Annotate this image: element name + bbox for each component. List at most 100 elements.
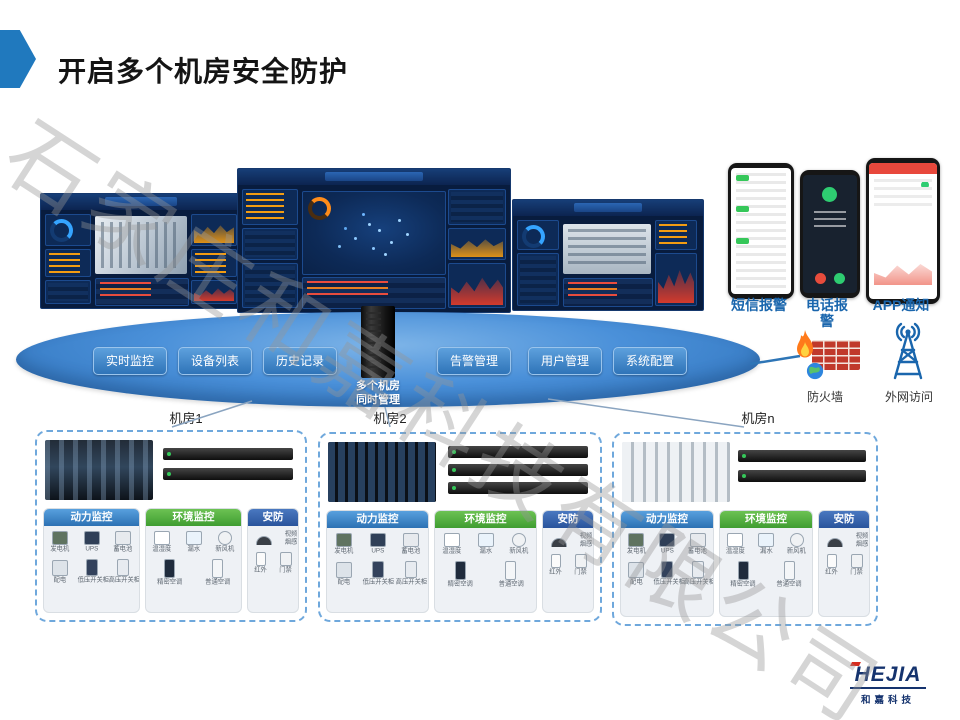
env-panel-title: 环境监控	[720, 511, 812, 528]
room2-label: 机房2	[373, 411, 407, 426]
device-label: 门禁	[850, 569, 863, 576]
app-alert-label: APP通知	[872, 297, 930, 313]
message-badge-icon	[736, 175, 749, 181]
device-label: 精密空调	[447, 581, 473, 588]
roomn-label: 机房n	[741, 411, 775, 426]
panel-row: 精密空调 普通空调	[146, 559, 241, 587]
precision-ac-icon	[737, 561, 749, 581]
phone-call	[800, 170, 860, 298]
device-item: 漏水	[469, 533, 503, 556]
device-item: 发电机	[621, 533, 652, 556]
battery-icon	[115, 531, 132, 545]
device-label: 红外	[825, 569, 838, 576]
power-panel: 动力监控 发电机 UPS 蓄电池 配电 低压开关柜 高压开关柜	[326, 510, 429, 613]
env-panel-title: 环境监控	[146, 509, 241, 526]
globe-icon	[806, 362, 824, 380]
fan-icon	[218, 531, 233, 545]
gauge-donut-icon	[522, 225, 545, 248]
device-item: 蓄电池	[682, 533, 713, 556]
rack-device	[163, 448, 293, 460]
rack-device	[738, 470, 866, 482]
device-label: 红外	[254, 567, 267, 574]
device-label: 烟感	[579, 541, 593, 548]
kpi-panel	[191, 249, 237, 277]
device-label: 发电机	[626, 548, 646, 555]
bar-chart	[659, 224, 687, 246]
panel-row: 精密空调 普通空调	[720, 561, 812, 589]
device-label: 普通空调	[776, 581, 802, 588]
caller-avatar-icon	[822, 187, 837, 202]
device-label: 温湿度	[725, 548, 745, 555]
normal-ac-icon	[211, 559, 223, 579]
power-distribution-icon	[628, 562, 645, 579]
server-room-photo	[45, 440, 153, 500]
panel-row: 红外 门禁	[543, 554, 593, 577]
device-item: 低压开关柜	[652, 561, 685, 587]
kpi-panel	[242, 228, 298, 260]
server-room-photo	[622, 442, 730, 502]
alarm-list	[520, 256, 556, 303]
rack-devices	[163, 448, 293, 488]
device-label: 精密空调	[730, 581, 756, 588]
message-badge-icon	[736, 238, 749, 244]
device-label: 配电	[630, 579, 643, 586]
device-label: 低压开关柜	[362, 579, 394, 586]
device-label: 温湿度	[442, 548, 462, 555]
hangup-icon	[814, 273, 826, 284]
normal-ac-icon	[783, 561, 795, 581]
device-label: 高压开关柜	[683, 579, 714, 586]
logo-divider	[850, 687, 926, 689]
device-label: 低压开关柜	[77, 577, 109, 584]
rack-device	[163, 468, 293, 480]
panel-row: 温湿度 漏水 新风机	[146, 531, 241, 554]
env-panel-title: 环境监控	[435, 511, 536, 528]
device-label: 门禁	[574, 569, 587, 576]
dashboard-right-column	[448, 189, 506, 308]
device-label: 配电	[337, 579, 351, 586]
external-access-label: 外网访问	[884, 390, 933, 404]
kpi-panel	[45, 280, 91, 304]
phone-app	[866, 158, 940, 304]
dashboard-header	[513, 200, 703, 216]
normal-ac-icon	[505, 561, 517, 581]
line-firewall	[749, 354, 801, 366]
env-panel: 环境监控 温湿度 漏水 新风机 精密空调 普通空调	[434, 510, 537, 613]
security-panel-title: 安防	[248, 509, 298, 526]
rack-devices	[738, 450, 866, 490]
panel-row: 配电 低压开关柜 高压开关柜	[621, 561, 713, 587]
feature-realtime-monitoring: 实时监控	[93, 347, 167, 375]
water-leak-icon	[185, 531, 202, 545]
device-item: 温湿度	[146, 531, 178, 554]
firewall-label: 防火墙	[806, 390, 843, 404]
device-item: 发电机	[327, 533, 361, 556]
precision-ac-icon	[164, 559, 176, 579]
panel-row: 配电 低压开关柜 高压开关柜	[327, 561, 428, 587]
company-logo: HEJIA 和嘉科技	[848, 664, 928, 706]
device-item: 配电	[621, 562, 652, 587]
security-labels: 视频 烟感	[579, 533, 593, 549]
security-labels: 视频 烟感	[855, 533, 869, 549]
gauge-donut-icon	[50, 219, 73, 242]
rack-device	[738, 450, 866, 462]
fan-icon	[512, 533, 527, 547]
device-item: 普通空调	[194, 559, 242, 587]
sms-screen	[731, 168, 791, 294]
fan-icon	[789, 533, 804, 547]
generator-icon	[335, 533, 352, 547]
infrared-icon	[826, 554, 837, 569]
device-label: 普通空调	[204, 579, 230, 586]
power-panel: 动力监控 发电机 UPS 蓄电池 配电 低压开关柜 高压开关柜	[620, 510, 714, 617]
kpi-panel	[448, 189, 506, 225]
kpi-panel	[517, 220, 559, 250]
kpi-panel	[242, 263, 298, 308]
security-panel: 安防 视频 烟感 红外 门禁	[542, 510, 594, 613]
alarm-list	[451, 192, 503, 222]
device-label: 蓄电池	[401, 548, 421, 555]
monitor-panels: 动力监控 发电机 UPS 蓄电池 配电 低压开关柜 高压开关柜 环境监控 温湿度…	[43, 508, 299, 613]
dashboard-header	[238, 169, 510, 185]
device-item: 普通空调	[766, 561, 812, 589]
kpi-panel	[191, 280, 237, 304]
sms-alert-label: 短信报警	[731, 297, 787, 313]
